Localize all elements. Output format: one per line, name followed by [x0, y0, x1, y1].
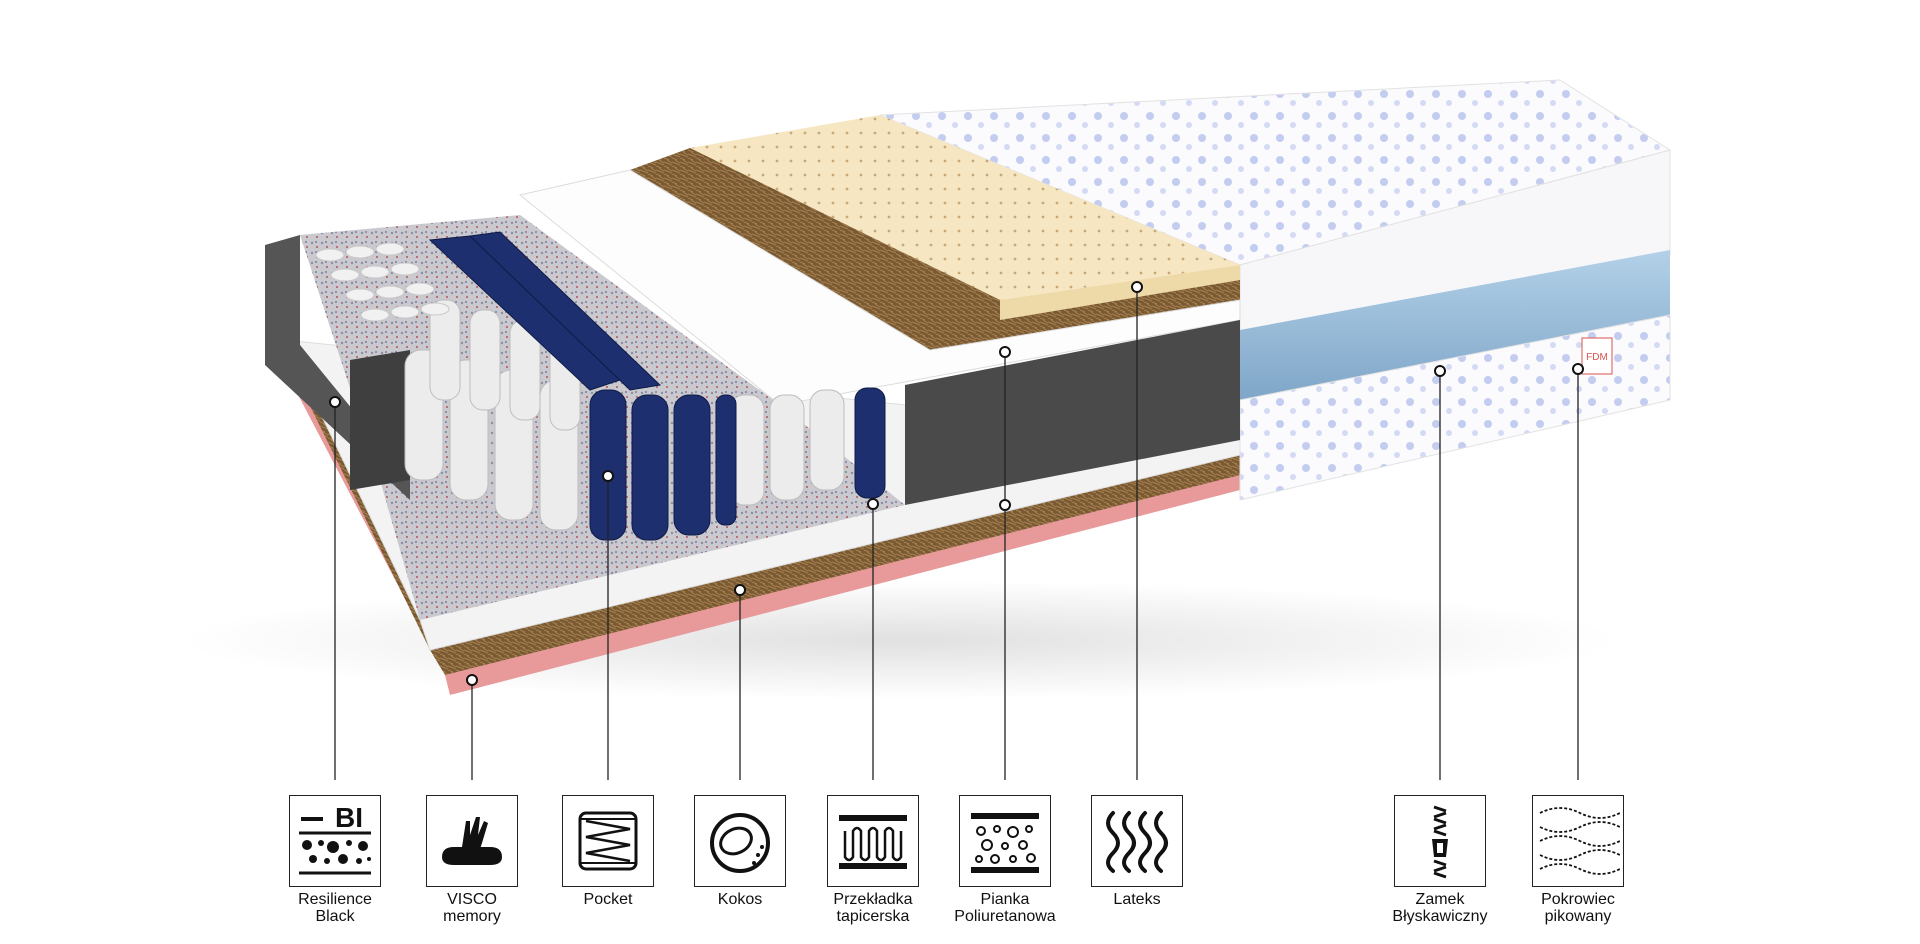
- spring-tops-grid: [315, 242, 450, 322]
- pocket-springs-white: [404, 299, 845, 531]
- feature-pocket: Pocket: [538, 795, 678, 908]
- feature-label: Przekładka tapicerska: [833, 891, 913, 925]
- feature-label: Pianka Poliuretanowa: [954, 891, 1056, 925]
- brand-tag-text: FDM: [1586, 352, 1608, 363]
- svg-text:BI: BI: [335, 802, 363, 833]
- visco-memory-hand-icon: [426, 795, 518, 887]
- coir-top-layer: [630, 148, 1240, 350]
- feature-kokos: Kokos: [670, 795, 810, 908]
- latex-waves-icon: [1091, 795, 1183, 887]
- dark-foam-left-face: [350, 350, 410, 490]
- quilted-cover-icon: [1532, 795, 1624, 887]
- feature-label: Resilience Black: [298, 891, 372, 925]
- feature-label: Pokrowiec pikowany: [1541, 891, 1615, 925]
- leader-lines: [334, 287, 1579, 780]
- cover-front-lower: [1239, 314, 1671, 501]
- feature-pianka: Pianka Poliuretanowa: [935, 795, 1075, 925]
- feature-przekladka: Przekładka tapicerska: [803, 795, 943, 925]
- feature-lateks: Lateks: [1067, 795, 1207, 908]
- feature-label: Kokos: [717, 891, 763, 908]
- cover-blue-stripe: [1240, 250, 1670, 400]
- feature-visco-memory: VISCO memory: [402, 795, 542, 925]
- feature-resilience-black: BI Resilience Black: [265, 795, 405, 925]
- leader-markers: [329, 281, 1584, 686]
- floor-shadow: [180, 580, 1620, 700]
- feature-label: Pocket: [583, 891, 633, 908]
- latex-top: [690, 115, 1240, 300]
- upholstery-felt-icon: [827, 795, 919, 887]
- pocket-spring-icon: [562, 795, 654, 887]
- feature-label: Lateks: [1113, 891, 1161, 908]
- feature-pokrowiec: Pokrowiec pikowany: [1508, 795, 1648, 925]
- polyurethane-foam-icon: [959, 795, 1051, 887]
- zipper-icon: [1394, 795, 1486, 887]
- coconut-icon: [694, 795, 786, 887]
- latex-side: [1000, 265, 1240, 320]
- resilience-black-icon: BI: [289, 795, 381, 887]
- brand-tag: [1581, 337, 1613, 375]
- dark-foam-right: [905, 320, 1240, 505]
- feature-zamek: Zamek Błyskawiczny: [1370, 795, 1510, 925]
- feature-label: Zamek Błyskawiczny: [1392, 891, 1488, 925]
- feature-label: VISCO memory: [443, 891, 501, 925]
- pocket-springs-blue: [428, 231, 886, 541]
